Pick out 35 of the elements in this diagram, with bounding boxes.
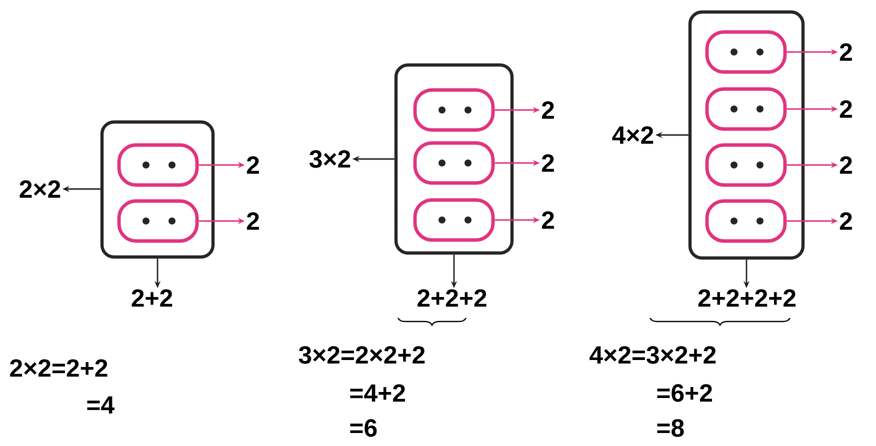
- equation-text: 4×2=3×2+2: [590, 346, 716, 364]
- math-text: 2+2: [132, 289, 172, 307]
- math-text: 2: [840, 100, 852, 118]
- dot-pair-loop: [117, 143, 199, 187]
- math-text: 2: [840, 43, 852, 61]
- equation-text: =6: [350, 419, 377, 437]
- dot-pair-loop: [413, 198, 495, 242]
- math-text: 2×2: [20, 180, 60, 198]
- math-text: 2: [542, 154, 554, 172]
- equation-text: =4: [87, 396, 114, 414]
- math-text: 2: [542, 211, 554, 229]
- dot-pair-loop: [705, 30, 787, 74]
- dot-pair-loop: [117, 199, 199, 243]
- math-text: 3×2: [309, 150, 350, 168]
- math-text: 4×2: [612, 126, 654, 144]
- math-text: 2: [542, 101, 554, 119]
- math-text: 2: [840, 212, 852, 230]
- math-text: 2+2+2: [418, 289, 486, 307]
- equation-text: 2×2=2+2: [10, 359, 108, 377]
- dot-pair-loop: [413, 141, 495, 185]
- math-text: 2: [840, 156, 852, 174]
- equation-text: 3×2=2×2+2: [298, 346, 425, 364]
- math-text: 2: [246, 212, 259, 230]
- group-box: [100, 120, 215, 259]
- equation-text: =4+2: [350, 384, 405, 402]
- group-box: [688, 10, 805, 260]
- equation-text: =6+2: [657, 384, 712, 402]
- math-text: 2+2+2+2: [698, 289, 796, 307]
- dot-pair-loop: [705, 199, 787, 243]
- equation-text: =8: [657, 419, 684, 437]
- dot-pair-loop: [413, 88, 495, 132]
- dot-pair-loop: [705, 143, 787, 187]
- group-box: [394, 63, 514, 255]
- dot-pair-loop: [705, 87, 787, 131]
- math-text: 2: [246, 156, 259, 174]
